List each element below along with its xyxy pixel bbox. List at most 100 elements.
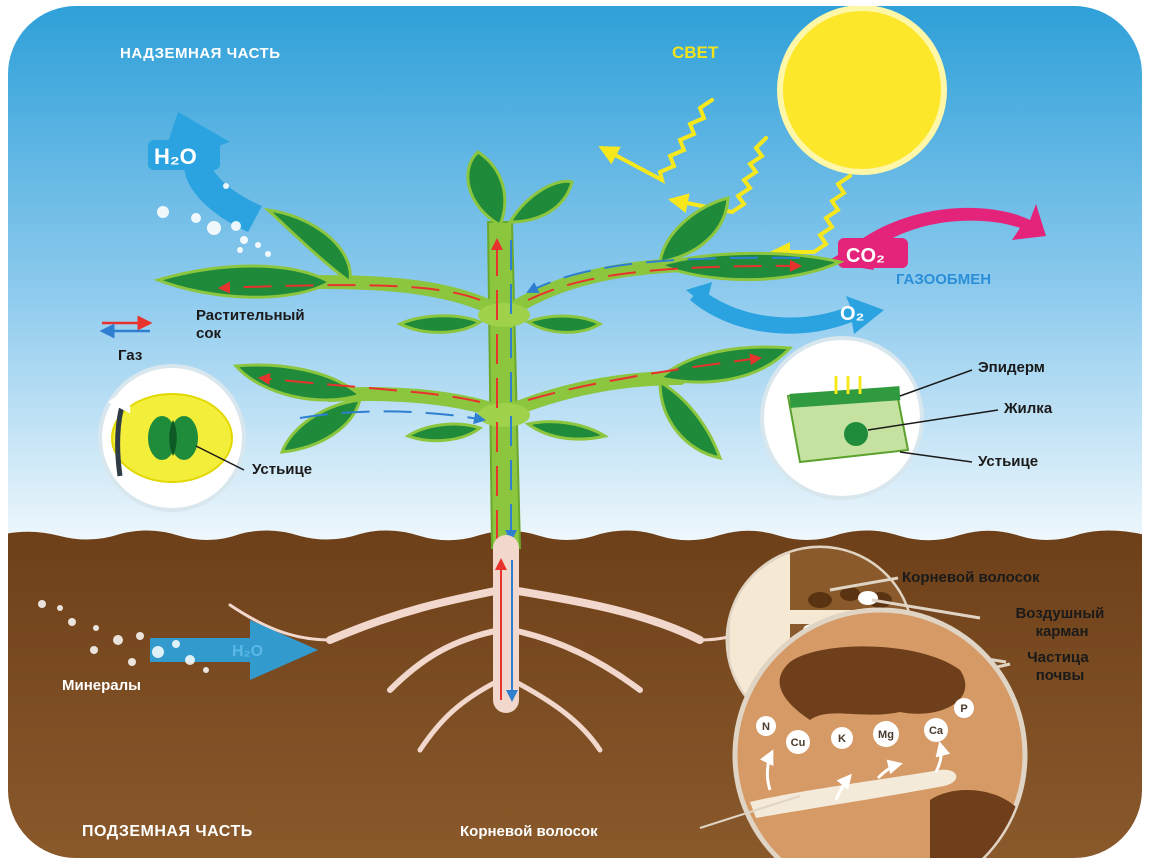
light-ray-icon [668, 136, 768, 215]
mineral-particle [136, 632, 144, 640]
guard-cell [148, 416, 176, 460]
light-rays [598, 98, 852, 262]
soil-pore [808, 592, 832, 608]
mineral-ion-mg [873, 721, 899, 747]
h2o-top-label: H₂O [154, 144, 197, 169]
stem-node [478, 303, 530, 327]
mineral-particle [152, 646, 164, 658]
mineral-ion-label: N [762, 721, 770, 733]
sap-legend-line2: сок [196, 325, 222, 342]
root-branch [326, 586, 504, 644]
co2-badge [838, 238, 908, 268]
h2o-soil-label: H₂O [232, 643, 263, 660]
water-droplet [223, 183, 229, 189]
light-rays-mini [834, 376, 862, 394]
root-branch [509, 627, 643, 693]
mineral-ion-k [831, 727, 853, 749]
leaf-inset: Эпидерм Жилка Устьице [760, 336, 1053, 500]
mineral-ion-n [756, 716, 776, 736]
sap-arrow-icon [527, 259, 802, 301]
mineral-particle [57, 605, 63, 611]
epidermis-pointer-line [899, 369, 973, 397]
sap-arrow-icon [218, 281, 481, 301]
water-droplet [231, 221, 241, 231]
gas-flow-arrow-icon [107, 385, 131, 477]
water-droplet [240, 236, 248, 244]
mineral-ion-ca [924, 718, 948, 742]
sap-legend-line1: Растительный [196, 307, 305, 324]
gas-arrow-icon [299, 410, 486, 425]
mineral-particles [38, 600, 209, 673]
water-droplet [191, 213, 201, 223]
sap-legend-label: Растительный сок [196, 307, 309, 342]
soil-pore [840, 587, 860, 601]
water-droplets [157, 183, 271, 257]
mineral-ion-label: P [960, 703, 967, 715]
epidermis-layer [789, 386, 901, 408]
soil-particle-line2: почвы [1036, 667, 1085, 684]
absorption-arrow-icon [759, 749, 774, 791]
mineral-ion-cu [786, 730, 810, 754]
leaf-upper-left [153, 264, 334, 299]
gas-arrow-icon [526, 256, 801, 293]
mineral-particle [38, 600, 46, 608]
co2-arrow [840, 204, 1046, 262]
mineral-inset: N Cu K Mg Ca P [699, 607, 1028, 860]
gas-legend-label: Газ [118, 347, 142, 364]
mineral-particle [185, 655, 195, 665]
frame-border [4, 2, 1146, 862]
mineral-ion-label: Cu [791, 737, 806, 749]
leaf-stoma-label: Устьице [978, 453, 1038, 470]
stoma-pointer-line [899, 451, 973, 463]
root-hair [228, 603, 332, 642]
roots [228, 535, 782, 753]
top-leaf [507, 179, 574, 224]
h2o-soil-arrow [150, 620, 318, 680]
leaf-lower-left [279, 398, 363, 454]
air-pocket-line1: Воздушный [1015, 605, 1104, 622]
mineral-particle [68, 618, 76, 626]
small-leaf [396, 314, 484, 334]
bottom-root-hair-pointer-line [699, 795, 801, 829]
absorption-arrow-icon [934, 741, 951, 773]
above-ground-label: НАДЗЕМНАЯ ЧАСТЬ [120, 45, 281, 62]
o2-arrow [690, 288, 884, 334]
air-pocket-line2: карман [1035, 623, 1088, 640]
mineral-particle [203, 667, 209, 673]
air-pocket-label: Воздушный карман [1015, 605, 1108, 640]
co2-label: CO₂ [846, 245, 885, 267]
mineral-ion-label: K [838, 733, 846, 745]
small-leaf [524, 420, 609, 441]
mineral-ion-p [954, 698, 974, 718]
water-droplet [237, 247, 243, 253]
soil-particle [779, 646, 966, 720]
small-leaf [404, 422, 484, 443]
sap-arrow-icon [258, 373, 481, 403]
leaf-upper-right [658, 196, 730, 264]
mineral-ion-label: Mg [878, 729, 894, 741]
mineral-particle [128, 658, 136, 666]
water-droplet [207, 221, 221, 235]
branch-upper-right [501, 258, 687, 319]
sun-icon [777, 5, 947, 175]
stomata-pointer-line [195, 445, 245, 471]
minerals-label: Минералы [62, 677, 141, 694]
h2o-badge [148, 140, 220, 170]
root-hair-label: Корневой волосок [902, 569, 1040, 586]
vein-pointer-line [867, 409, 999, 431]
o2-label: O₂ [840, 303, 864, 325]
sap-arrow-icon [527, 353, 762, 401]
mineral-ions: N Cu K Mg Ca P [756, 698, 974, 754]
absorption-arrow-icon [834, 773, 852, 801]
root-hair-pointer-line [829, 576, 899, 592]
epidermis-label: Эпидерм [978, 359, 1045, 376]
gas-exchange-label: ГАЗООБМЕН [896, 271, 991, 288]
stomata-inset: Устьице [98, 364, 312, 512]
top-leaf [466, 150, 507, 228]
root-branch [387, 627, 503, 693]
vein-cell [844, 422, 868, 446]
light-ray-icon [770, 174, 852, 262]
o2-arrowhead-icon [686, 282, 712, 306]
mineral-ion-label: Ca [929, 725, 944, 737]
